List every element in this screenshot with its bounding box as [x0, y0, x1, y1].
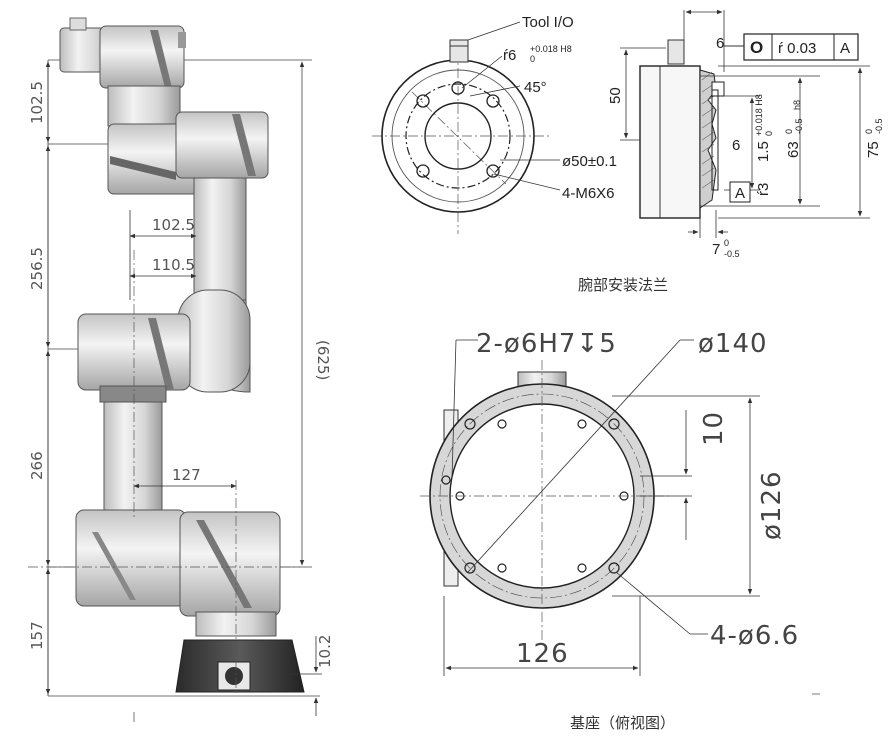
flatness-value: ŕ 0.03	[778, 40, 816, 57]
dim-10-2: 10.2	[316, 635, 334, 668]
caption-base: 基座（俯视图）	[570, 714, 675, 732]
dim-266: 266	[28, 451, 46, 480]
dim-7: 7	[712, 241, 720, 258]
dim-6-top: 6	[716, 35, 724, 52]
dim-1-5-tol-top: +0.018 H8	[754, 94, 764, 136]
flatness-symbol: O	[750, 38, 763, 57]
dim-75-tol-bot: -0.5	[874, 118, 884, 134]
label-angle: 45°	[524, 79, 547, 96]
label-hole-6: ŕ6	[503, 47, 516, 64]
dim-r3: ŕ3	[755, 183, 772, 196]
label-dim-10: 10	[699, 411, 729, 446]
dim-6-mid: 6	[732, 137, 740, 154]
wrist-flange-side-view: O ŕ 0.03 A A 6 50 6 63 0 -0.5 h8 1.5 +0.…	[607, 9, 884, 259]
label-tool-io: Tool I/O	[522, 14, 574, 31]
label-hole-6-tol-top: +0.018 H8	[530, 44, 572, 54]
dim-157: 157	[28, 621, 46, 650]
robot-arm-side-view: 102.5 256.5 266 157 (625) 102.5 110.5 12…	[28, 17, 334, 722]
dim-63: 63	[785, 141, 802, 158]
dim-110-5: 110.5	[152, 256, 195, 274]
dim-102-5-mid: 102.5	[152, 216, 195, 234]
dim-7-tol-top: 0	[724, 238, 729, 248]
datum-a-box: A	[735, 185, 745, 202]
dim-1-5-tol-bot: 0	[764, 131, 774, 136]
base-top-view: 2-ø6H7↧5 ø140 10 ø126 126 4-ø6.6	[420, 329, 799, 676]
caption-wrist-flange: 腕部安装法兰	[578, 276, 668, 294]
dim-127: 127	[172, 466, 201, 484]
dim-63-tol-bot: -0.5	[794, 118, 804, 134]
dim-102-5-left: 102.5	[28, 81, 46, 124]
label-holes-top: 2-ø6H7↧5	[476, 329, 617, 359]
label-dia-126: ø126	[757, 470, 787, 540]
dim-50: 50	[607, 87, 624, 104]
dim-75-tol-top: 0	[864, 129, 874, 134]
dim-63-fit: h8	[792, 100, 802, 110]
wrist-flange-front-view: Tool I/O ŕ6 +0.018 H8 0 45° ø50±0.1 4-M6…	[372, 14, 617, 234]
dim-7-tol-bot: -0.5	[724, 249, 740, 259]
label-m6: 4-M6X6	[562, 185, 615, 202]
dim-256-5: 256.5	[28, 247, 46, 290]
dim-1-5: 1.5	[755, 141, 772, 162]
dim-63-tol-top: 0	[784, 129, 794, 134]
label-dia-50: ø50±0.1	[562, 153, 617, 170]
dim-75: 75	[865, 141, 882, 158]
dim-625: (625)	[314, 340, 332, 380]
datum-a-label: A	[840, 40, 850, 57]
label-holes-bottom: 4-ø6.6	[710, 621, 799, 651]
label-hole-6-tol-bot: 0	[530, 54, 535, 64]
label-dia-140: ø140	[698, 329, 768, 359]
label-dim-126: 126	[516, 639, 569, 669]
